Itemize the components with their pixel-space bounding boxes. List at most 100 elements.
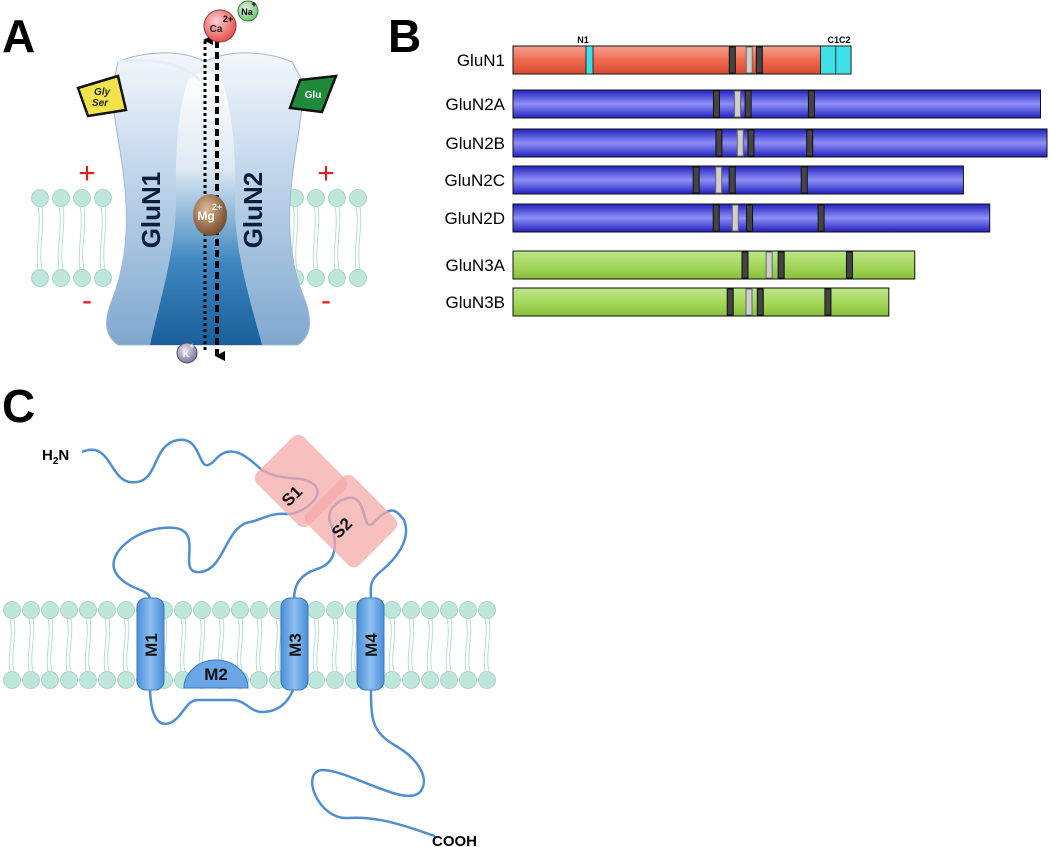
channel-highlight [117,59,202,82]
membrane-c-lipid-tail [69,618,73,672]
transmembrane-segment [807,90,815,118]
membrane-c-lipid-head [3,601,21,619]
membrane-c-lipid-head [421,671,439,689]
glu-ligand [288,74,338,114]
membrane-c-lipid-tail [335,618,339,672]
ion-mg-label: Mg [197,209,214,223]
membrane-c-lipid-tail [483,618,487,672]
magnesium-ion [193,194,227,236]
transmembrane-segment [746,204,754,232]
membrane-c-lipid-head [98,671,116,689]
potassium-ion [176,342,198,364]
domain-label-n1: N1 [577,35,589,45]
membrane-c-lipid-head [41,671,59,689]
sodium-ion [237,0,259,22]
n-term-text: H2N [42,447,69,467]
membrane-c-lipid-head [250,601,268,619]
membrane-c-lipid-tail [12,618,16,672]
membrane-c-lipid-head [3,671,21,689]
ion-k-charge: + [189,341,194,351]
minus-left: - [82,284,92,317]
panel-b: B N1 C1C2 GluN1GluN2AGluN2BGluN2CGluN2DG… [388,10,1048,317]
domain-label-c1c2: C1C2 [827,35,850,45]
ion-ca-label: Ca [210,24,223,35]
membrane-a-lipid-head [307,189,325,207]
membrane-a-lipid-tail [312,206,316,270]
membrane-c-lipid-head [117,601,135,619]
membrane-c-lipid-tail [392,618,396,672]
membrane-c-lipid-head [421,601,439,619]
membrane-c-lipid-head [60,671,78,689]
membrane-a-lipid-head [349,269,367,287]
membrane-c-lipid-head [440,601,458,619]
ion-na-charge: + [251,0,256,9]
transmembrane-segment [777,251,785,279]
transmembrane-segment [806,129,814,157]
subunit-name-label: GluN3B [445,293,505,312]
membrane-c-lipid-head [326,671,344,689]
pore-loop-segment [765,251,773,279]
membrane-c-lipid-head [22,671,40,689]
membrane-c-lipid-tail [31,618,35,672]
plus-left: + [78,157,96,190]
membrane-a-lipid-tail [61,206,65,270]
m3-label: M3 [286,633,305,657]
membrane-a-lipid-head [52,189,70,207]
membrane-a-lipid-head [328,189,346,207]
membrane-a-lipid-head [94,269,112,287]
transmembrane-segment [692,166,700,194]
membrane-c-lipid-tail [46,618,50,672]
membrane-c-lipid-head [22,601,40,619]
transmembrane-segment [744,90,752,118]
transmembrane-segment [845,251,853,279]
transmembrane-segment [728,46,736,74]
n-terminus-label: H2N [42,447,69,467]
membrane-c-lipid-tail [449,618,453,672]
membrane-c-lipid-tail [464,618,468,672]
membrane-c-lipid-tail [487,618,491,672]
pore-loop-segment [745,288,753,316]
membrane-c-lipid-tail [240,618,244,672]
membrane-c-lipid-head [117,671,135,689]
transmembrane-segment [755,46,763,74]
subunit-name-label: GluN1 [457,51,505,70]
m3-helix [280,597,309,691]
membrane-c-lipid-head [250,671,268,689]
transmembrane-segment [741,251,749,279]
membrane-c-lipid-head [231,601,249,619]
panel-b-letter: B [388,10,421,62]
m2-body [183,659,249,689]
transmembrane-segment [712,204,720,232]
pore-loop-segment [734,90,742,118]
membrane-a-lipid-head [94,189,112,207]
subunit-bar [512,45,852,75]
membrane-a-lipid-head [349,189,367,207]
membrane-c-lipid-tail [65,618,69,672]
membrane-c-lipid-tail [8,618,12,672]
ligand-gly: Gly [94,87,111,98]
membrane-c-lipid-tail [354,618,358,672]
subunit-name-label: GluN2C [445,171,505,190]
m4-label: M4 [362,633,381,657]
pore-loop-segment [731,204,739,232]
calcium-ion [203,9,237,43]
membrane-c-lipid-tail [331,618,335,672]
membrane-a-lipid-tail [36,206,40,270]
membrane-c-lipid-tail [122,618,126,672]
membrane-a-lipid-tail [78,206,82,270]
subunit-bars: GluN1GluN2AGluN2BGluN2CGluN2DGluN3AGluN3… [445,45,1048,317]
panel-c: C S1 S2 M1 M2 M3 M4 H2N COOH [2,380,496,847]
transmembrane-segment [726,288,734,316]
membrane-c-lipid-tail [312,618,316,672]
membrane-c-lipid-head [174,601,192,619]
membrane-c-lipid-tail [179,618,183,672]
membrane-c-lipid-head [440,671,458,689]
s2-domain [304,474,398,568]
membrane-a-lipid-tail [99,206,103,270]
membrane-c-lipid-tail [426,618,430,672]
membrane-c-lipid-head [212,601,230,619]
membrane-a-lipid-head [73,189,91,207]
transmembrane-segment [817,204,825,232]
membrane-c-lipid-tail [88,618,92,672]
subunit-name-label: GluN2D [445,209,505,228]
